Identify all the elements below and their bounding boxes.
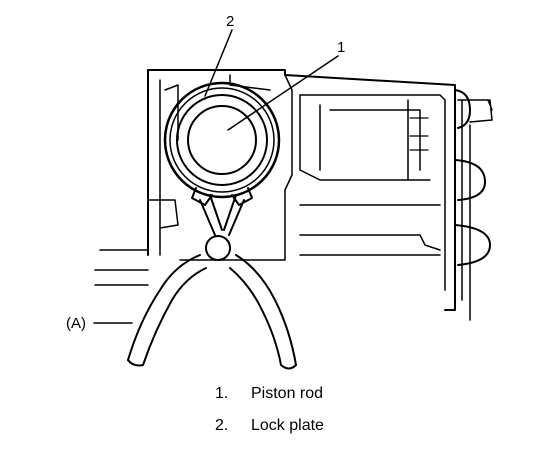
leader-lines	[93, 29, 339, 324]
legend-label: Piston rod	[251, 385, 324, 402]
legend-number: 1.	[215, 385, 229, 402]
callout-lock-plate: 2	[226, 13, 235, 30]
legend-item-piston-rod: 1. Piston rod	[215, 385, 323, 403]
housing	[94, 69, 493, 321]
legend-number: 2.	[215, 417, 229, 434]
piston-rod	[176, 94, 268, 186]
callout-tool-a: (A)	[66, 315, 86, 332]
lock-plate	[163, 81, 281, 206]
callout-piston-rod: 1	[337, 39, 346, 56]
legend-item-lock-plate: 2. Lock plate	[215, 417, 324, 435]
snap-ring-pliers	[127, 194, 297, 370]
legend-label: Lock plate	[251, 417, 324, 434]
